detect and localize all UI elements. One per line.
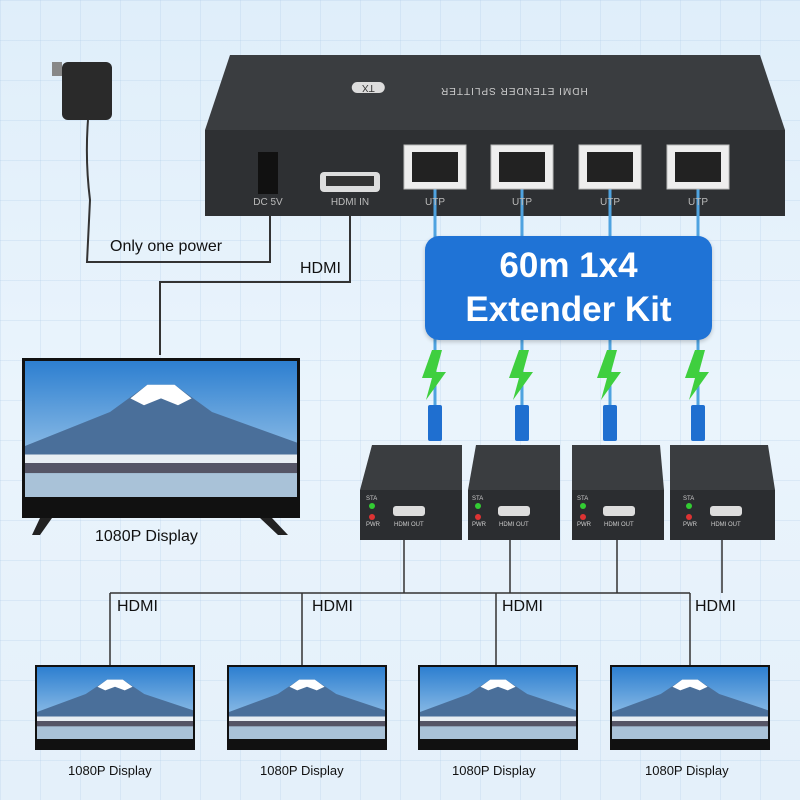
hdmi-out-label: HDMI OUT [711, 522, 741, 528]
rj45-plug-icon [428, 405, 705, 441]
utp-port-label: UTP [688, 197, 708, 208]
pwr-label: PWR [472, 522, 486, 528]
hdmi-cable-label: HDMI [502, 598, 543, 615]
sta-label: STA [683, 496, 695, 502]
hdmi-in-cable-label: HDMI [300, 260, 341, 277]
dc-port-label: DC 5V [253, 197, 283, 208]
lightning-icon [422, 350, 709, 400]
output-tvs [35, 665, 770, 750]
display-label: 1080P Display [645, 763, 729, 778]
headline-banner: 60m 1x4 Extender Kit [425, 236, 712, 340]
hdmi-output-cables [109, 540, 723, 665]
headline-line1: 60m 1x4 [499, 246, 638, 285]
receiver-boxes [360, 445, 775, 540]
hdmi-cable-label: HDMI [312, 598, 353, 615]
display-label: 1080P Display [68, 763, 152, 778]
headline-line2: Extender Kit [465, 290, 672, 329]
utp-port-label: UTP [425, 197, 445, 208]
hdmi-out-label: HDMI OUT [604, 522, 634, 528]
hdmi-input-cable [159, 215, 351, 355]
hdmi-out-label: HDMI OUT [499, 522, 529, 528]
sta-label: STA [472, 496, 484, 502]
utp-port-label: UTP [600, 197, 620, 208]
power-note: Only one power [110, 238, 223, 255]
hdmi-cable-label: HDMI [117, 598, 158, 615]
hdmi-in-port-label: HDMI IN [330, 197, 370, 208]
source-tv [22, 358, 300, 535]
pwr-label: PWR [366, 522, 380, 528]
display-label: 1080P Display [452, 763, 536, 778]
transmitter-label: HDMI ETENDER SPLITTER [440, 85, 588, 96]
hdmi-out-label: HDMI OUT [394, 522, 424, 528]
tx-badge: TX [352, 82, 385, 93]
pwr-label: PWR [577, 522, 591, 528]
utp-port-label: UTP [512, 197, 532, 208]
display-label: 1080P Display [260, 763, 344, 778]
sta-label: STA [577, 496, 589, 502]
pwr-label: PWR [683, 522, 697, 528]
power-adapter-icon [52, 62, 271, 263]
hdmi-cable-label: HDMI [695, 598, 736, 615]
source-display-label: 1080P Display [95, 528, 198, 545]
sta-label: STA [366, 496, 378, 502]
